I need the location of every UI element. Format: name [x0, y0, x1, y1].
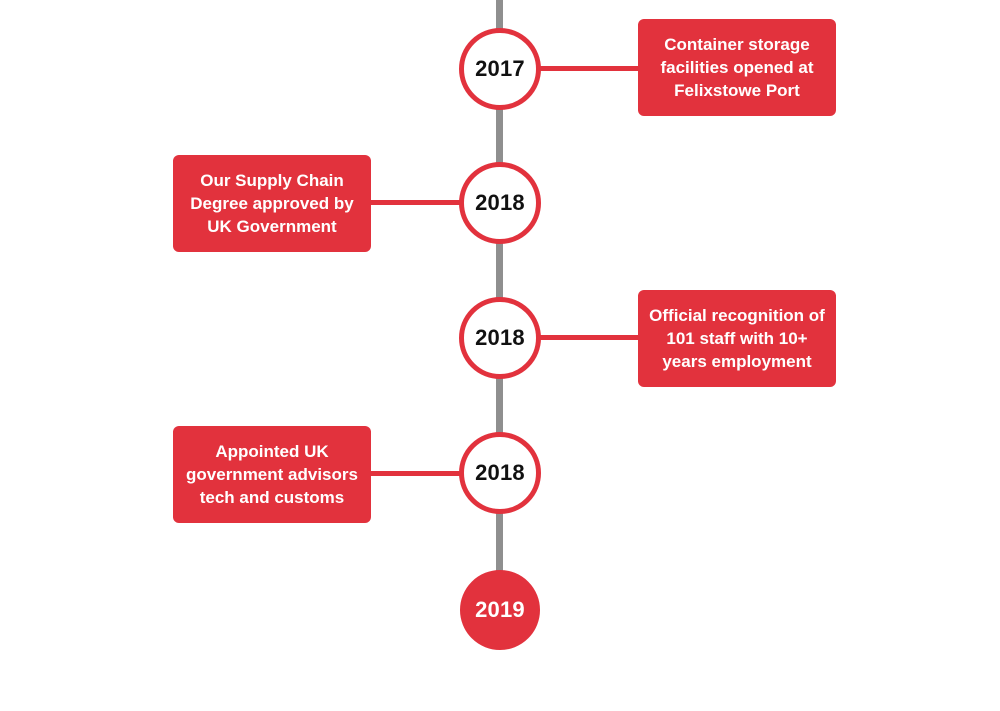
- year-label: 2018: [475, 325, 525, 350]
- timeline-spine: [496, 0, 503, 572]
- year-label: 2018: [475, 190, 525, 215]
- event-card: Official recognition of 101 staff with 1…: [638, 290, 836, 387]
- event-text: Official recognition of 101 staff with 1…: [649, 306, 825, 371]
- timeline-connector: [538, 335, 641, 340]
- event-text: Our Supply Chain Degree approved by UK G…: [190, 171, 354, 236]
- event-text: Container storage facilities opened at F…: [660, 35, 814, 100]
- event-text: Appointed UK government advisors tech an…: [186, 442, 358, 507]
- year-node-2018: 2018: [459, 162, 541, 244]
- timeline-connector: [368, 200, 464, 205]
- year-node-2017: 2017: [459, 28, 541, 110]
- event-card: Our Supply Chain Degree approved by UK G…: [173, 155, 371, 252]
- timeline-connector: [368, 471, 464, 476]
- year-node-2018: 2018: [459, 297, 541, 379]
- event-card: Container storage facilities opened at F…: [638, 19, 836, 116]
- year-label: 2017: [475, 56, 525, 81]
- year-node-2018: 2018: [459, 432, 541, 514]
- event-card: Appointed UK government advisors tech an…: [173, 426, 371, 523]
- year-node-2019: 2019: [460, 570, 540, 650]
- timeline-connector: [538, 66, 641, 71]
- year-label: 2018: [475, 460, 525, 485]
- year-label: 2019: [475, 597, 525, 622]
